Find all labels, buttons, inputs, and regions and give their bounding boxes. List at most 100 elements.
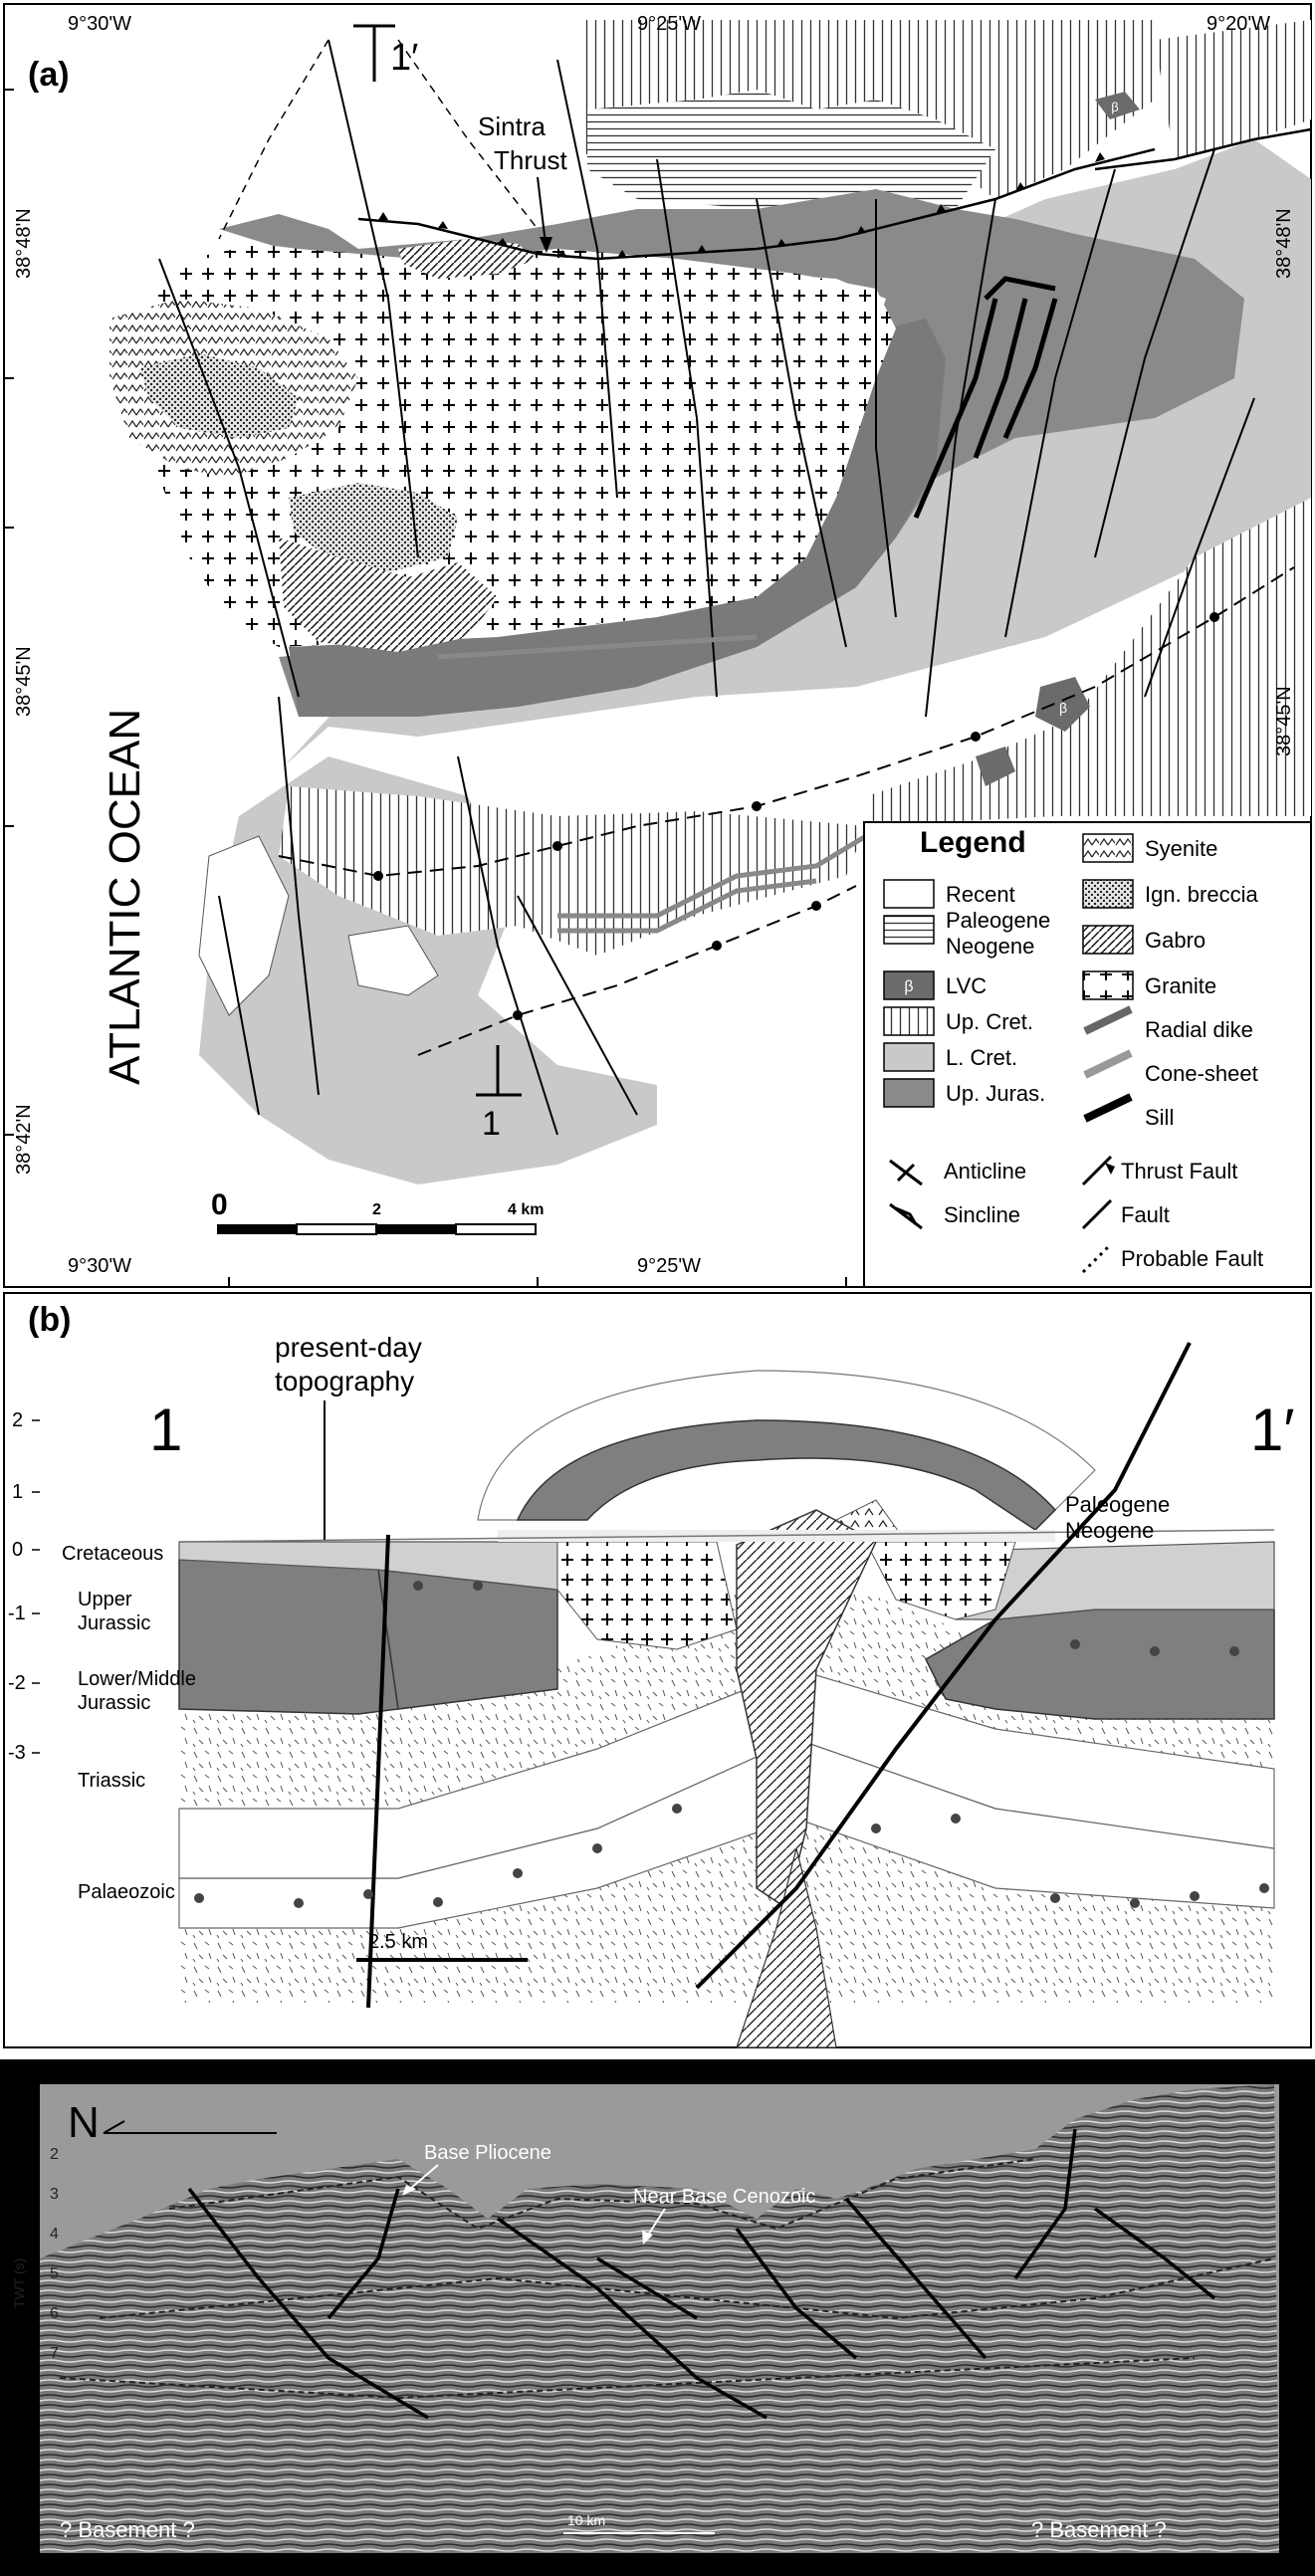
fault-left <box>366 1534 390 2009</box>
legend-lvc-symbol: β <box>904 978 913 995</box>
gabbro-unit <box>279 537 498 652</box>
fold-markers <box>373 612 1219 1020</box>
coord-top-3: 9°20'W <box>1206 13 1270 35</box>
sintra-thrust-line <box>357 147 1156 261</box>
legend-label-recent: Recent <box>946 882 1015 907</box>
recent-patch <box>198 835 290 1016</box>
base-pliocene-arrow <box>409 2164 439 2190</box>
base-pliocene-label: Base Pliocene <box>424 2142 551 2164</box>
legend-probable-fault-symbol <box>1081 1242 1113 1274</box>
basalt-symbol-2: β <box>1111 100 1118 114</box>
geological-map-panel: β β <box>3 3 1312 1288</box>
north-arrow <box>103 2120 277 2134</box>
legend-fault-symbol <box>1081 1198 1113 1230</box>
twt-tick-5: 5 <box>50 2265 59 2282</box>
section-end-left: 1 <box>149 1396 182 1463</box>
anticline-axis <box>417 885 857 1056</box>
section-scale-label: 2.5 km <box>368 1931 428 1953</box>
topo-label-2: topography <box>275 1366 414 1396</box>
lat-left-1: 38°48'N <box>13 208 35 279</box>
legend-label-upjuras: Up. Juras. <box>946 1081 1045 1106</box>
geological-map: β β <box>3 3 1312 1288</box>
basement-left: ? Basement ? <box>60 2517 195 2542</box>
thrust-label-line2: Thrust <box>494 145 567 175</box>
twt-axis-ticks: 2 3 4 5 6 7 <box>50 2146 59 2362</box>
upper-cretaceous-east <box>866 498 1311 826</box>
thrust-arrow <box>537 176 547 245</box>
legend-label-lcret: L. Cret. <box>946 1045 1017 1070</box>
lvc-patch-3 <box>1095 92 1140 119</box>
legend-label-radial-dike: Radial dike <box>1145 1017 1253 1042</box>
lat-left-2: 38°45'N <box>13 646 35 717</box>
section-marker-1 <box>476 1045 522 1097</box>
legend-thrust-fault: Thrust Fault <box>1121 1159 1237 1183</box>
unit-labels: Cretaceous Upper Jurassic Lower/Middle J… <box>62 1543 196 1903</box>
near-base-label: Near Base Cenozoic <box>633 2186 815 2208</box>
label-upper-2: Jurassic <box>78 1612 150 1634</box>
scale-zero: 0 <box>211 1188 228 1221</box>
seismic-profile: N TWT (s) 2 3 4 5 6 7 Base Pliocene Near… <box>0 2059 1315 2576</box>
legend-anticline: Anticline <box>944 1159 1026 1183</box>
panel-b-label: (b) <box>28 1301 71 1339</box>
coord-top-1: 9°30'W <box>68 13 131 35</box>
upper-jurassic-left <box>178 1559 399 1715</box>
label-lower-2: Jurassic <box>78 1692 150 1714</box>
deep-horizon <box>99 2257 1275 2320</box>
depth-tick-m2: -2 <box>8 1672 26 1694</box>
depth-tick-m1: -1 <box>8 1603 26 1624</box>
seismic-faults <box>187 2128 1216 2420</box>
thrust-arrowhead <box>540 237 552 253</box>
fault-right <box>695 1342 1192 1990</box>
coord-bottom-2: 9°25'W <box>637 1255 701 1277</box>
legend-label-lvc: LVC <box>946 973 986 998</box>
topography-line <box>178 1529 1275 1543</box>
depth-tick-1: 1 <box>12 1481 23 1503</box>
thrust-teeth <box>378 152 1105 258</box>
twt-tick-4: 4 <box>50 2226 59 2243</box>
legend-fault: Fault <box>1121 1202 1170 1227</box>
cross-section: 2 1 0 -1 -2 -3 Cretaceous Upper Jurassic… <box>3 1292 1312 2048</box>
legend-label-sill: Sill <box>1145 1105 1174 1130</box>
legend-anticline-symbol <box>889 1159 923 1186</box>
twt-tick-7: 7 <box>50 2345 59 2362</box>
twt-tick-6: 6 <box>50 2305 59 2322</box>
label-cretaceous: Cretaceous <box>62 1543 163 1565</box>
section-end-1p: 1′ <box>390 37 418 79</box>
ocean-label: ATLANTIC OCEAN <box>101 709 149 1085</box>
legend-label-upcret: Up. Cret. <box>946 1009 1033 1034</box>
legend-title: Legend <box>920 826 1026 859</box>
coord-top-2: 9°25'W <box>637 13 701 35</box>
section-end-1: 1 <box>482 1105 501 1143</box>
lat-right-1: 38°48'N <box>1273 208 1295 279</box>
lat-right-2: 38°45'N <box>1273 686 1295 756</box>
paleogene-label-1: Paleogene <box>1065 1492 1170 1517</box>
legend-probable-fault: Probable Fault <box>1121 1246 1263 1271</box>
legend-swatch-syenite <box>1082 833 1134 863</box>
lat-left-3: 38°42'N <box>13 1104 35 1175</box>
upper-jurassic-band <box>289 319 946 717</box>
seismic-scale-label: 10 km <box>567 2512 605 2528</box>
legend-swatch-sill <box>1083 1093 1133 1123</box>
section-end-right: 1′ <box>1250 1396 1295 1463</box>
upper-cretaceous-ne <box>1155 20 1311 159</box>
near-base-arrow <box>646 2208 666 2238</box>
legend-swatch-granite <box>1082 970 1134 1000</box>
panel-a-label: (a) <box>28 56 70 94</box>
legend-swatch-lcret <box>883 1042 935 1072</box>
legend-swatch-cone-sheet <box>1083 1049 1133 1079</box>
legend-thrust-tooth <box>1105 1163 1115 1175</box>
legend-swatch-upjuras <box>883 1078 935 1108</box>
legend-swatch-recent <box>883 879 935 909</box>
north-label: N <box>68 2098 100 2147</box>
depth-tick-0: 0 <box>12 1539 23 1561</box>
legend-sincline-symbol <box>889 1202 923 1230</box>
eroded-jurassic-layer <box>516 1419 1057 1531</box>
depth-axis: 2 1 0 -1 -2 -3 <box>8 1409 26 1764</box>
fault-lines <box>158 39 1255 1136</box>
thrust-label-line1: Sintra <box>478 111 546 141</box>
coord-bottom-1: 9°30'W <box>68 1255 131 1277</box>
scale-end: 4 km <box>508 1201 544 1218</box>
section-marker-1p <box>353 24 395 82</box>
legend-label-breccia: Ign. breccia <box>1145 882 1258 907</box>
label-triassic: Triassic <box>78 1770 145 1792</box>
